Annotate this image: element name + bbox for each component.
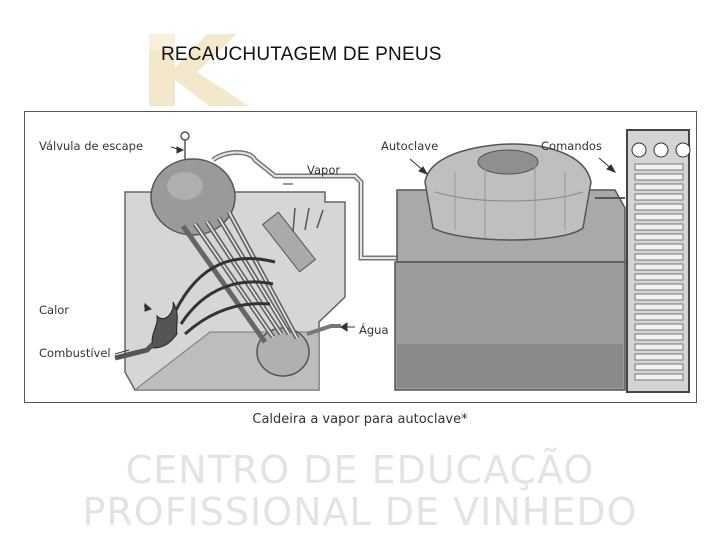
label-comandos: Comandos [541, 139, 602, 153]
page-title: RECAUCHUTAGEM DE PNEUS [161, 44, 442, 66]
autoclave [395, 144, 625, 390]
logo-k-mark [145, 30, 255, 110]
gauge-icon [654, 143, 668, 157]
label-calor: Calor [39, 303, 69, 317]
control-panel [627, 130, 690, 392]
label-autoclave: Autoclave [381, 139, 438, 153]
label-combustivel: Combustível [39, 346, 111, 360]
label-vapor: Vapor [307, 163, 340, 177]
gauge-icon [676, 143, 690, 157]
watermark-line-1: CENTRO DE EDUCAÇÃO [0, 448, 720, 492]
water-drum [257, 328, 309, 376]
diagram-caption: Caldeira a vapor para autoclave* [0, 412, 720, 427]
watermark-line-2: PROFISSIONAL DE VINHEDO [0, 490, 720, 534]
label-valvula: Válvula de escape [39, 139, 143, 153]
boiler-diagram: Válvula de escape Vapor Autoclave Comand… [24, 111, 697, 403]
gauge-icon [632, 143, 646, 157]
label-agua: Água [359, 322, 389, 337]
exhaust-valve [181, 132, 189, 159]
